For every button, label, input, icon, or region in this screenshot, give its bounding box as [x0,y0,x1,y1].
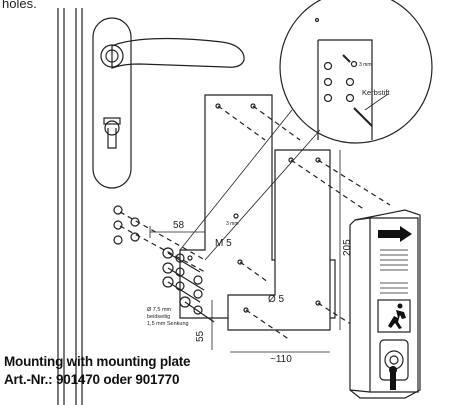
zoom-leader-line [179,109,293,251]
door-lever [111,37,245,69]
running-man-icon [388,303,406,329]
assembly-guide-line [252,105,301,141]
lock-device-edge [349,217,371,393]
assembly-guide-line [290,159,366,211]
plate-hole [315,300,321,306]
caption-title: Mounting with mounting plate [4,354,191,369]
plate-hole [215,103,221,109]
zoom-leader-line [204,129,321,261]
zoom-dot [314,17,320,23]
plate-hole [237,259,243,265]
zoom-hole [323,61,333,71]
assembly-guide-line [119,211,206,261]
assembly-guide-line [217,105,266,141]
dimension-label-55: 55 [195,330,206,342]
notched-pin [342,54,351,63]
zoom-hole [323,93,333,103]
cylinder-head [104,120,120,136]
mounting-plate-front [227,149,331,331]
kerbstift-label: Kerbstift [362,88,390,97]
dimension-label-58: 58 [173,220,185,231]
plate-hole [315,157,321,163]
zoom-dimension-label: 3 mm [359,62,372,68]
notched-pin [353,107,373,127]
mounting-plate-rear [179,94,336,319]
lock-device-body [349,209,421,399]
screw-set [113,205,215,323]
assembly-guide-line [119,225,206,273]
small-dimension-label: 3 mm [226,221,239,227]
plate-hole [187,255,193,261]
zoom-pin-hole [350,60,358,68]
zoom-hole [345,77,355,87]
cylinder-key [103,117,121,125]
zoom-hole [323,77,333,87]
key-icon [389,366,397,390]
drill-note-line2: beidseitig [147,314,170,320]
zoom-hole [345,93,355,103]
hole-diameter-label: Ø 5 [268,294,285,305]
plate-hole [233,213,239,219]
cylinder-body [107,128,117,149]
zoom-plate-edge [318,39,373,140]
exit-sign-frame [377,299,411,333]
text-fragment: holes. [2,0,37,11]
drill-note-line3: 1,5 mm Senkung [147,321,189,327]
dimension-label-205: 205 [342,239,353,256]
thread-label: M 5 [215,238,232,249]
detail-zoom-circle [279,0,433,144]
handle-plate [92,17,132,189]
drill-note-line1: Ø 7,5 mm [147,307,172,313]
assembly-guide-line [239,261,269,283]
plate-hole [243,307,249,313]
lock-device-front [369,217,419,393]
plate-hole [250,103,256,109]
lock-cylinder [389,355,399,365]
caption-article-number: Art.-Nr.: 901470 oder 901770 [4,372,180,387]
right-arrow-icon [378,226,412,242]
dimension-label-110: ~110 [270,354,292,365]
kerbstift-leader [364,93,389,111]
